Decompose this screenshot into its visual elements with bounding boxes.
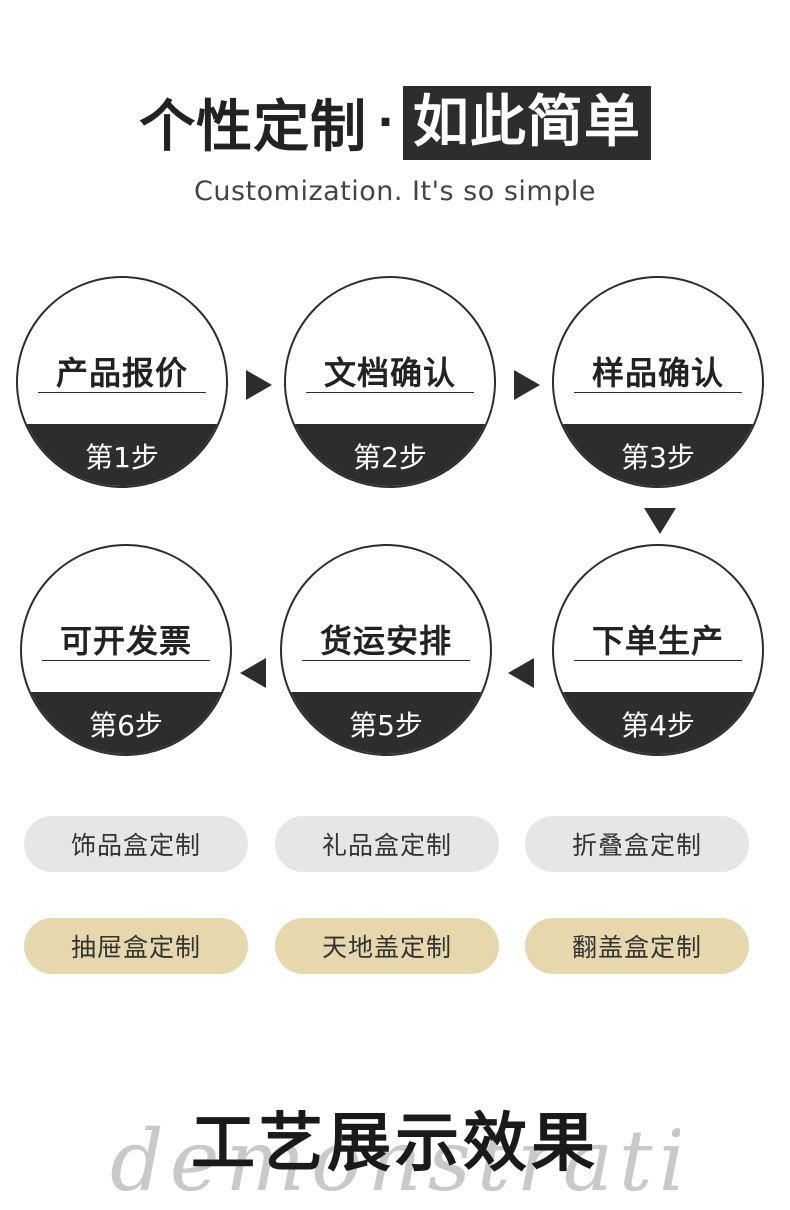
service-pill[interactable]: 折叠盒定制 <box>525 816 749 872</box>
title-dot: · <box>377 97 395 148</box>
step-label: 第6步 <box>89 709 163 742</box>
step-divider <box>306 392 474 393</box>
title-left: 个性定制 <box>139 95 368 160</box>
step-divider <box>302 660 470 661</box>
step-3-circle: 样品确认 第3步 <box>552 276 764 488</box>
step-divider <box>574 392 742 393</box>
page-title: 个性定制 · 如此简单 <box>0 82 790 163</box>
step-band <box>18 424 226 486</box>
step-4-circle: 下单生产 第4步 <box>552 544 764 756</box>
step-band <box>282 692 490 754</box>
step-name: 下单生产 <box>591 622 724 660</box>
title-right-highlight: 如此简单 <box>402 85 651 160</box>
step-2-circle: 文档确认 第2步 <box>284 276 496 488</box>
service-pill[interactable]: 饰品盒定制 <box>24 816 248 872</box>
step-6-circle: 可开发票 第6步 <box>20 544 232 756</box>
step-name: 货运安排 <box>319 622 452 660</box>
service-pill[interactable]: 翻盖盒定制 <box>525 918 749 974</box>
step-name: 样品确认 <box>591 354 724 392</box>
arrow-left-icon <box>508 658 534 688</box>
step-label: 第2步 <box>353 441 427 474</box>
step-name: 产品报价 <box>55 354 188 392</box>
step-label: 第5步 <box>349 709 423 742</box>
step-band <box>554 692 762 754</box>
step-band <box>554 424 762 486</box>
arrow-down-icon <box>644 508 676 534</box>
step-divider <box>42 660 210 661</box>
service-pill[interactable]: 抽屉盒定制 <box>24 918 248 974</box>
section-title: 工艺展示效果 <box>191 1107 599 1181</box>
arrow-left-icon <box>240 658 266 688</box>
step-label: 第3步 <box>621 441 695 474</box>
step-5-circle: 货运安排 第5步 <box>280 544 492 756</box>
step-label: 第4步 <box>621 709 695 742</box>
arrow-right-icon <box>246 370 272 400</box>
step-divider <box>38 392 206 393</box>
step-divider <box>574 660 742 661</box>
step-band <box>22 692 230 754</box>
service-pill[interactable]: 天地盖定制 <box>275 918 499 974</box>
page-subtitle: Customization. It's so simple <box>194 176 596 207</box>
arrow-right-icon <box>514 370 540 400</box>
step-1-circle: 产品报价 第1步 <box>16 276 228 488</box>
watermark-text: demonstration <box>110 1112 680 1210</box>
step-name: 可开发票 <box>59 622 192 660</box>
step-label: 第1步 <box>85 441 159 474</box>
step-band <box>286 424 494 486</box>
service-pill[interactable]: 礼品盒定制 <box>275 816 499 872</box>
step-name: 文档确认 <box>323 354 456 392</box>
